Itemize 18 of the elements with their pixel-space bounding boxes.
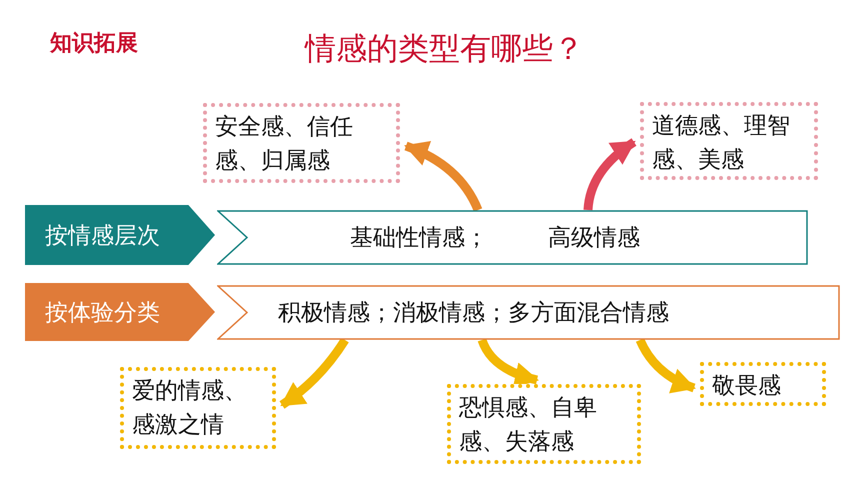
emotion-box: 爱的情感、感激之情 — [120, 367, 276, 449]
category-tag: 按情感层次 — [25, 205, 215, 265]
category-text: 积极情感；消极情感；多方面混合情感 — [278, 299, 669, 328]
section-heading: 知识拓展 — [50, 30, 138, 58]
category-band — [217, 285, 840, 340]
arrow — [584, 138, 637, 210]
emotion-box: 道德感、理智感、美感 — [640, 102, 818, 180]
arrow — [404, 142, 482, 212]
title: 情感的类型有哪些？ — [305, 30, 584, 69]
arrow — [636, 338, 696, 393]
category-band — [217, 210, 808, 265]
emotion-box: 安全感、信任感、归属感 — [203, 103, 400, 183]
emotion-box: 敬畏感 — [700, 362, 826, 406]
arrow — [279, 338, 349, 409]
category-text: 基础性情感； — [350, 224, 488, 253]
emotion-box: 恐惧感、自卑感、失落感 — [447, 384, 641, 464]
category-tag: 按体验分类 — [25, 283, 215, 341]
category-text: 高级情感 — [548, 224, 640, 253]
